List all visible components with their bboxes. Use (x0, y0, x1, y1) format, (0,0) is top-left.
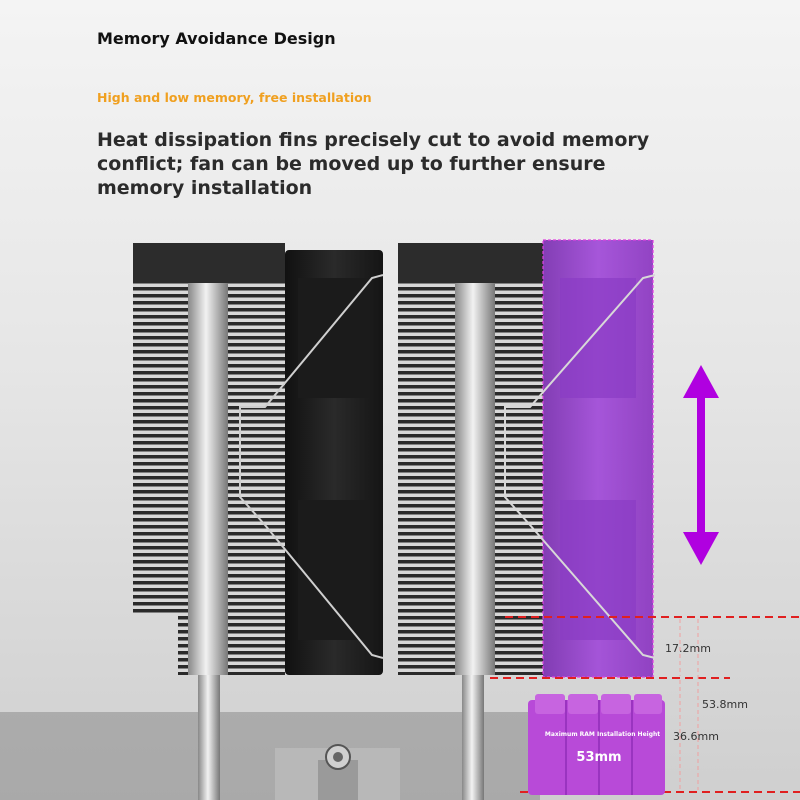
ram-height-label: 36.6mm (673, 730, 719, 743)
subtitle: High and low memory, free installation (97, 90, 372, 105)
ram-caption: Maximum RAM Installation Height (544, 731, 661, 738)
section-title: Memory Avoidance Design (97, 29, 336, 48)
ram-modules (528, 694, 665, 795)
left-heatsink (133, 243, 285, 675)
double-arrow-vertical-icon (683, 365, 719, 565)
fan-offset-label: 17.2mm (665, 642, 711, 655)
dimension-guides (679, 619, 699, 790)
headline: Heat dissipation fins precisely cut to a… (97, 129, 650, 199)
total-height-label: 53.8mm (702, 698, 748, 711)
heatpipes (198, 675, 484, 800)
left-fan (239, 250, 384, 675)
ram-size: 53mm (576, 750, 622, 765)
right-heatsink (398, 243, 543, 675)
motherboard-base (0, 712, 540, 800)
right-fan-highlighted (504, 239, 656, 678)
